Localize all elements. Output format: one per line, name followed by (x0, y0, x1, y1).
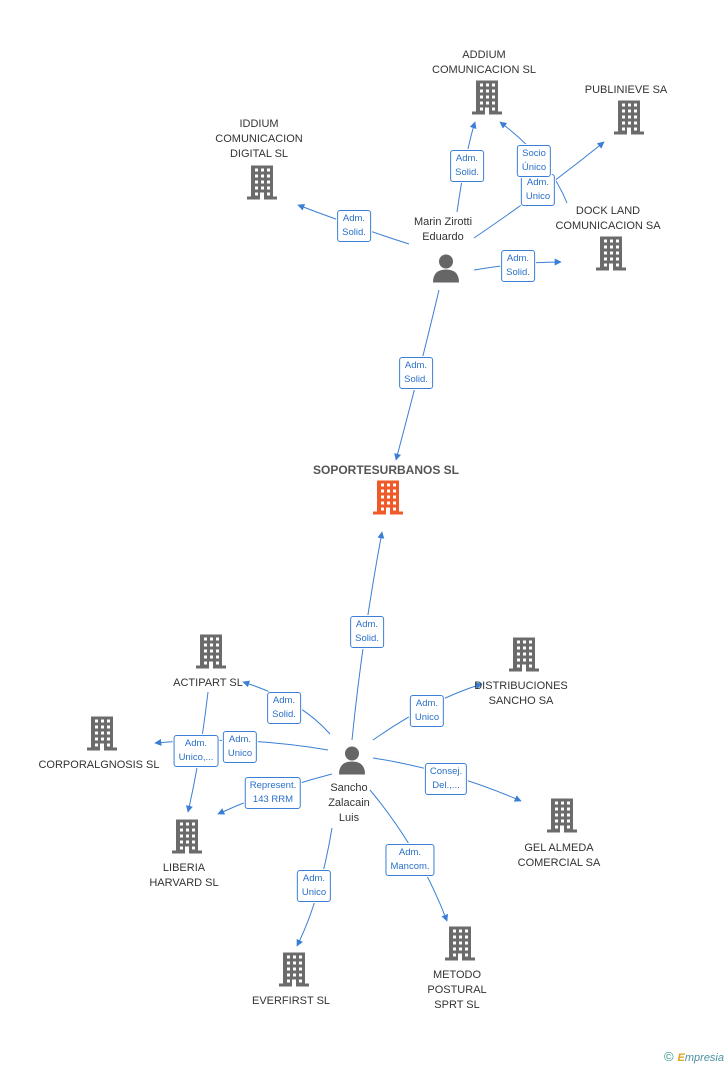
building-icon (509, 637, 539, 672)
edge-label-marin-publinieve[interactable]: Adm. Unico (520, 174, 556, 206)
copyright-icon: © (663, 1049, 674, 1064)
node-publinieve[interactable] (614, 100, 644, 140)
node-metodo[interactable] (445, 926, 475, 966)
node-everfirst[interactable] (279, 952, 309, 992)
brand-initial: E (677, 1052, 685, 1064)
building-icon (614, 100, 644, 135)
building-icon-focus (373, 480, 403, 515)
node-soportes[interactable] (373, 480, 403, 520)
node-label-distribuciones[interactable]: DISTRIBUCIONES SANCHO SA (474, 680, 568, 707)
node-label-actipart[interactable]: ACTIPART SL (173, 677, 243, 689)
edge-label-sancho-distribuciones[interactable]: Adm. Unico (409, 695, 445, 727)
node-label-sancho[interactable]: Sancho Zalacain Luis (328, 782, 370, 824)
person-icon (339, 746, 365, 775)
building-icon (87, 716, 117, 751)
footer-brand[interactable]: ©Empresia (664, 1049, 724, 1064)
building-icon (547, 798, 577, 833)
node-label-marin[interactable]: Marin Zirotti Eduardo (413, 216, 473, 243)
edge-label-sancho-metodo[interactable]: Adm. Mancom. (385, 844, 435, 876)
edge-label-sancho-soportes[interactable]: Adm. Solid. (350, 616, 384, 648)
building-icon (472, 80, 502, 115)
building-icon (247, 165, 277, 200)
node-gelalmeda[interactable] (547, 798, 577, 838)
node-label-addium[interactable]: ADDIUM COMUNICACION SL (432, 49, 536, 76)
node-addium[interactable] (472, 80, 502, 120)
node-liberia[interactable] (172, 819, 202, 859)
edge-label-actipart-liberia[interactable]: Adm. Unico,... (173, 735, 219, 767)
node-label-liberia[interactable]: LIBERIA HARVARD SL (149, 862, 219, 889)
node-corporalgnosis[interactable] (87, 716, 117, 756)
edge-label-sancho-corporalgnosis[interactable]: Adm. Unico (222, 731, 258, 763)
building-icon (172, 819, 202, 854)
node-iddium[interactable] (247, 165, 277, 205)
edge-label-sancho-gelalmeda[interactable]: Consej. Del.,... (424, 763, 468, 795)
node-dockland[interactable] (596, 236, 626, 276)
person-icon (433, 254, 459, 283)
building-icon (445, 926, 475, 961)
building-icon (279, 952, 309, 987)
node-marin[interactable] (431, 253, 461, 288)
edge-label-sancho-liberia[interactable]: Represent. 143 RRM (244, 777, 302, 809)
node-label-metodo[interactable]: METODO POSTURAL SPRT SL (427, 969, 487, 1011)
brand-name: mpresia (684, 1052, 724, 1064)
edge-label-marin-addium[interactable]: Adm. Solid. (450, 150, 484, 182)
node-distribuciones[interactable] (509, 637, 539, 677)
node-label-dockland[interactable]: DOCK LAND COMUNICACION SA (555, 205, 661, 232)
node-label-publinieve[interactable]: PUBLINIEVE SA (584, 84, 668, 96)
node-actipart[interactable] (196, 634, 226, 674)
building-icon (596, 236, 626, 271)
building-icon (196, 634, 226, 669)
node-label-iddium[interactable]: IDDIUM COMUNICACION DIGITAL SL (215, 118, 303, 160)
edge-label-marin-iddium[interactable]: Adm. Solid. (337, 210, 371, 242)
edge-label-dockland-addium[interactable]: Socio Único (516, 145, 552, 177)
edge-label-marin-soportes[interactable]: Adm. Solid. (399, 357, 433, 389)
node-label-corporalgnosis[interactable]: CORPORALGNOSIS SL (38, 759, 160, 771)
edge-label-sancho-actipart[interactable]: Adm. Solid. (267, 692, 301, 724)
node-label-gelalmeda[interactable]: GEL ALMEDA COMERCIAL SA (517, 842, 601, 869)
node-label-everfirst[interactable]: EVERFIRST SL (251, 995, 331, 1007)
edge-label-sancho-everfirst[interactable]: Adm. Unico (296, 870, 332, 902)
node-sancho[interactable] (337, 745, 367, 780)
node-label-soportes[interactable]: SOPORTESURBANOS SL (312, 463, 460, 477)
edge-label-marin-dockland[interactable]: Adm. Solid. (501, 250, 535, 282)
